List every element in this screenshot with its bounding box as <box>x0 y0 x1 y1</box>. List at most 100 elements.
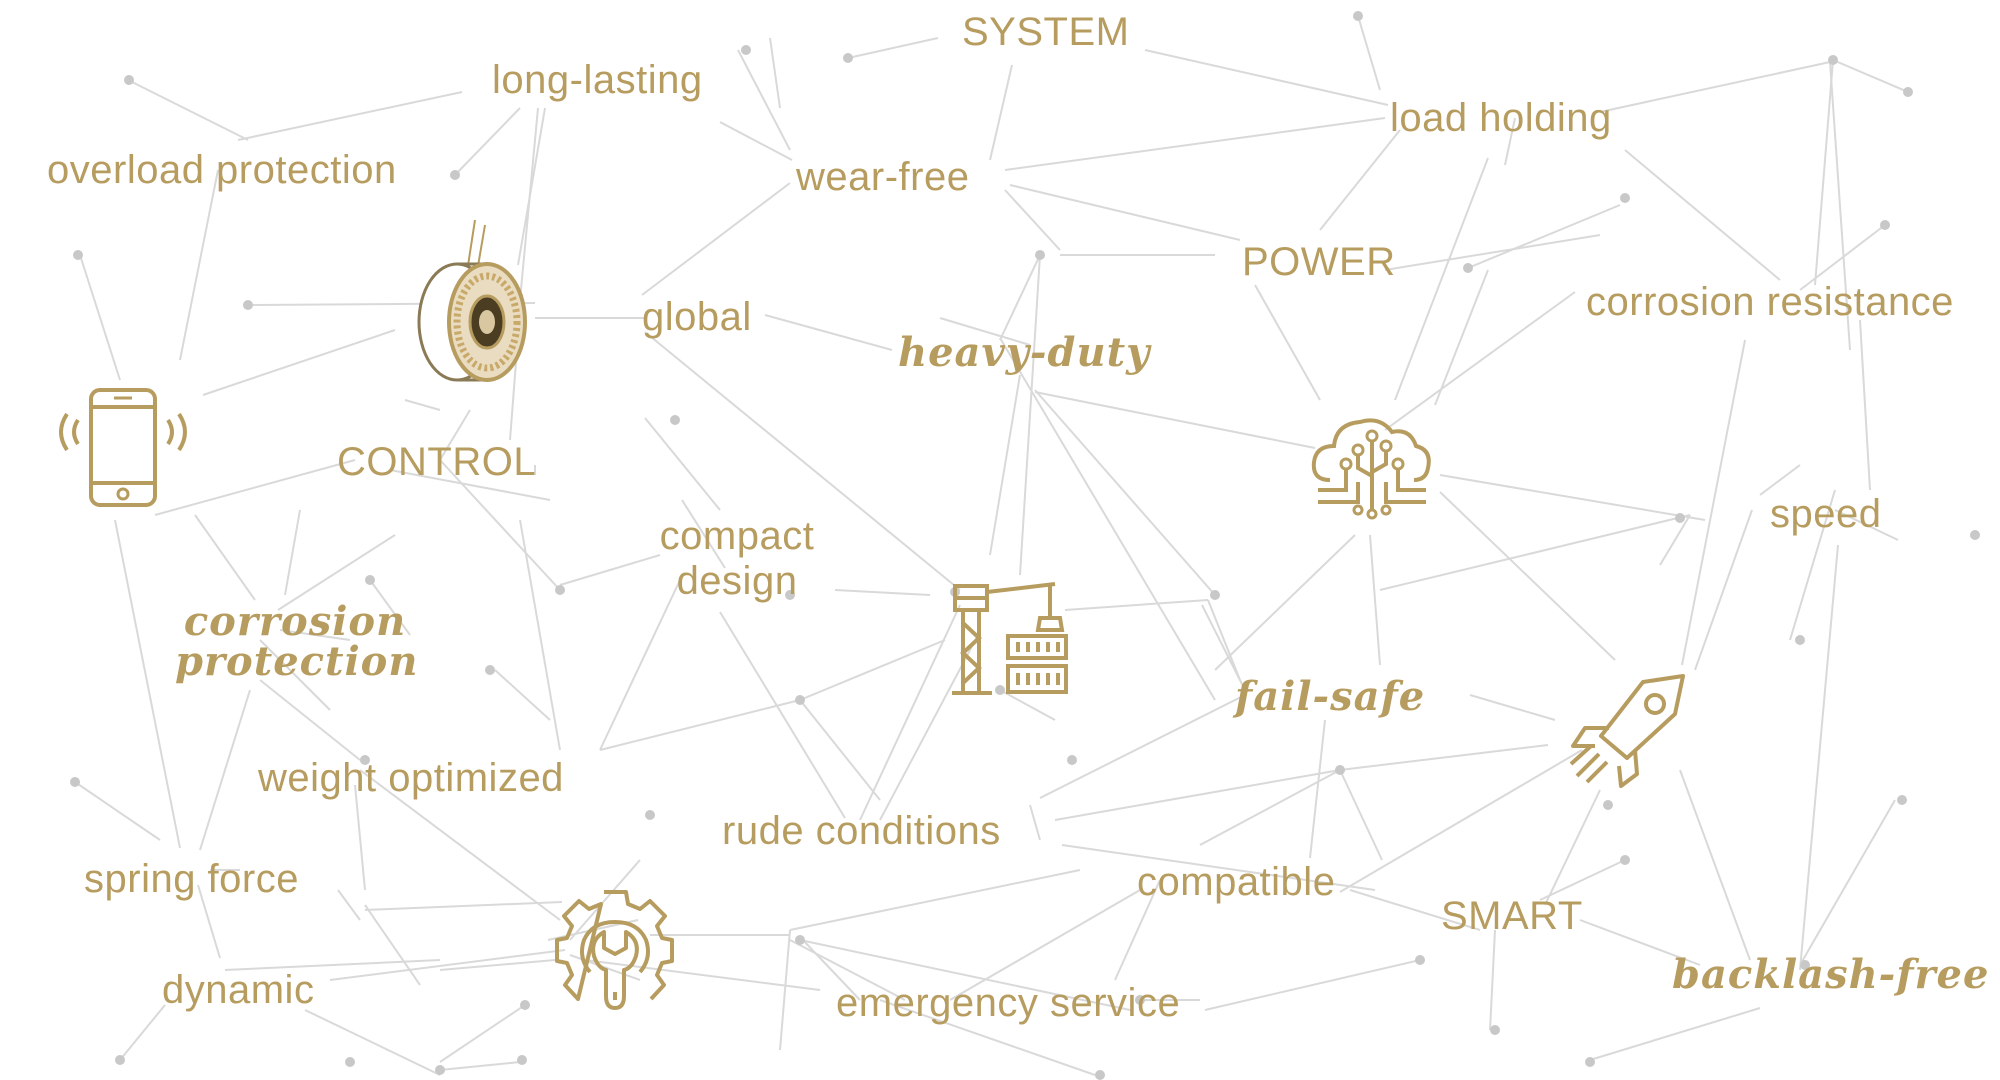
network-node-dot <box>450 170 460 180</box>
connector-line <box>454 107 521 176</box>
connector-line <box>1019 254 1041 576</box>
connector-line <box>439 1061 521 1071</box>
network-node-dot <box>995 685 1005 695</box>
connector-line <box>154 459 356 516</box>
network-node-dot <box>124 75 134 85</box>
connector-line <box>1759 464 1801 496</box>
connector-line <box>1799 224 1886 291</box>
connector-line <box>439 409 471 461</box>
network-node-dot <box>1795 635 1805 645</box>
connector-line <box>1679 769 1751 961</box>
keyword-long-lasting: long-lasting <box>492 58 703 102</box>
connector-line <box>1339 744 1549 771</box>
network-node-dot <box>1035 250 1045 260</box>
connector-line <box>1009 184 1241 241</box>
connector-line <box>359 769 561 921</box>
connector-line <box>1834 509 1899 541</box>
network-node-dot <box>345 1057 355 1067</box>
keyword-compact-design-line2: design <box>676 558 798 603</box>
keyword-overload-protection: overload protection <box>47 148 397 192</box>
network-node-dot <box>1620 193 1630 203</box>
connector-line <box>194 514 256 601</box>
keyword-emergency-service: emergency service <box>836 981 1181 1025</box>
connector-line <box>1624 149 1781 281</box>
connector-line <box>1379 514 1691 591</box>
connector-line <box>74 781 161 841</box>
connector-line <box>202 329 396 396</box>
connector-line <box>1369 534 1381 666</box>
keyword-corrosion-protection-line1: corrosion <box>183 598 407 645</box>
rocket-icon <box>1563 670 1703 795</box>
connector-line <box>799 639 946 701</box>
connector-line <box>1384 291 1576 431</box>
connector-line <box>389 469 551 501</box>
connector-line <box>259 679 361 761</box>
keyword-dynamic: dynamic <box>162 968 315 1012</box>
network-node-dot <box>843 53 853 63</box>
connector-line <box>1034 389 1216 596</box>
connector-line <box>519 107 539 301</box>
connector-line <box>1214 534 1356 671</box>
network-node-dot <box>1800 960 1810 970</box>
keyword-smart: SMART <box>1441 894 1583 938</box>
connector-line <box>644 417 721 511</box>
keyword-compact-design-line1: compact <box>659 514 815 558</box>
network-node-dot <box>1620 855 1630 865</box>
network-node-dot <box>795 935 805 945</box>
electromagnetic-brake-icon <box>405 210 545 385</box>
connector-line <box>1799 799 1896 966</box>
network-node-dot <box>360 755 370 765</box>
connector-line <box>719 611 846 819</box>
network-node-dot <box>1880 220 1890 230</box>
connector-line <box>1859 319 1871 491</box>
connector-line <box>641 182 791 296</box>
connector-line <box>1829 61 1851 351</box>
keyword-backlash-free: backlash-free <box>1672 951 1990 998</box>
network-node-dot <box>70 777 80 787</box>
connector-line <box>364 904 421 986</box>
connector-line <box>1357 15 1381 91</box>
connector-line <box>1489 929 1496 1031</box>
connector-line <box>599 699 801 751</box>
connector-line <box>1467 204 1621 269</box>
gear-wrench-icon <box>555 888 674 1013</box>
connector-line <box>127 79 249 141</box>
keyword-system: SYSTEM <box>962 10 1130 54</box>
network-node-dot <box>795 695 805 705</box>
connector-line <box>1439 474 1706 521</box>
connector-line <box>1004 189 1061 251</box>
connector-line <box>769 37 781 109</box>
connector-line <box>1799 544 1839 971</box>
network-node-dot <box>1135 995 1145 1005</box>
connector-line <box>1814 59 1834 286</box>
connector-line <box>1694 509 1753 671</box>
connector-line <box>259 639 331 711</box>
network-node-dot <box>1210 590 1220 600</box>
connector-line <box>1309 719 1326 859</box>
connector-line <box>494 669 551 721</box>
connector-line <box>789 869 1081 931</box>
connector-line <box>559 554 661 586</box>
keyword-rude-conditions: rude conditions <box>722 809 1001 853</box>
keyword-power: POWER <box>1242 240 1396 284</box>
connector-line <box>439 459 561 591</box>
connector-line <box>1544 789 1601 906</box>
connector-line <box>1029 804 1041 841</box>
network-node-dot <box>555 585 565 595</box>
connector-line <box>1199 769 1341 846</box>
connector-line <box>737 49 791 151</box>
network-node-dot <box>365 575 375 585</box>
connector-line <box>1339 769 1383 861</box>
connector-line <box>179 169 219 361</box>
connector-line <box>1469 694 1556 721</box>
connector-line <box>599 579 681 751</box>
connector-line <box>404 399 441 411</box>
connector-line <box>439 959 556 971</box>
connector-line <box>799 699 881 801</box>
keyword-compact-design: compact design <box>652 514 822 604</box>
keyword-heavy-duty: heavy-duty <box>898 329 1151 376</box>
network-node-dot <box>1585 1057 1595 1067</box>
keyword-load-holding: load holding <box>1390 96 1612 140</box>
connector-line <box>644 331 961 591</box>
